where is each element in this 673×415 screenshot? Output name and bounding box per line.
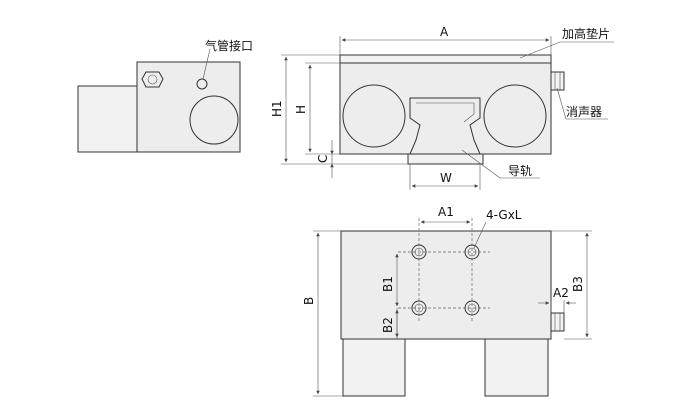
dim-a-label: A [440,25,449,39]
mounting-holes [398,218,490,322]
nut-bore [147,74,158,85]
dim-a1-label: A1 [438,205,454,219]
dim-w-label: W [440,171,452,185]
side-view: 气管接口 [77,38,253,153]
dim-h1-label: H1 [270,100,284,117]
top-cylinder-right [484,338,549,397]
rail-base [407,153,484,165]
side-large-circle [189,95,239,145]
front-view: A 加高垫片 消声器 H1 H C W 导轨 [270,25,614,190]
dim-b-label: B [302,297,316,305]
nut-icon [141,71,164,88]
dim-c-label: C [316,155,330,163]
dim-h-label: H [294,105,308,114]
front-left-circle [342,84,406,148]
raise-pad [339,54,552,64]
dim-b2-label: B2 [381,317,395,333]
dim-b1-label: B1 [381,276,395,292]
muffler [550,71,565,91]
muffler-leader [556,87,567,120]
top-muffler [550,312,565,332]
side-cylinder [77,85,139,153]
hole-spec-label: 4-GxL [486,208,522,222]
air-port-leader [202,48,211,80]
muffler-label: 消声器 [566,105,602,119]
top-body [340,230,552,340]
top-cylinder-left [342,338,406,397]
raise-pad-label: 加高垫片 [562,26,610,41]
hole-spec-leader [473,221,487,249]
dim-b3-label: B3 [571,276,585,292]
raise-pad-leader [519,41,561,59]
top-view: A1 4-GxL B1 B2 B B3 A2 [302,205,592,397]
rail-leader [461,149,501,179]
front-body [339,62,552,155]
air-port-hole [196,78,208,90]
dim-a2-label: A2 [553,286,569,300]
front-right-circle [483,84,547,148]
rail-profile [409,97,481,155]
guide-rail-label: 导轨 [508,164,532,178]
rail-inner-line [416,102,475,123]
air-port-label: 气管接口 [205,38,253,53]
